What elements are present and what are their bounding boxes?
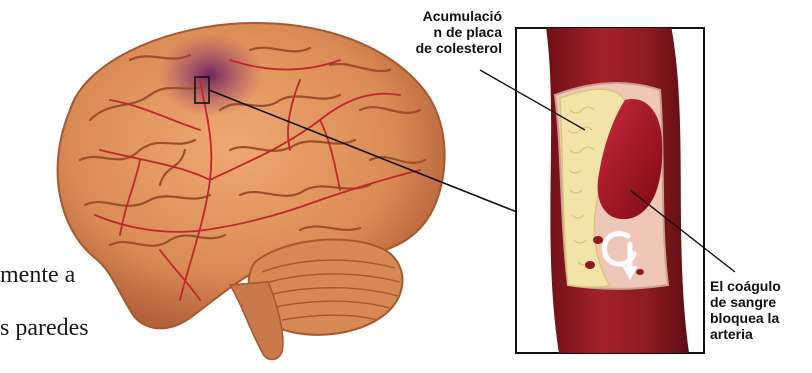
clot-label-line-1: El coágulo [710,278,810,294]
artery-inset [516,20,704,360]
clot-label-line-4: arteria [710,326,810,342]
brain-illustration [58,23,445,359]
plaque-label: Acumulació n de placa de colesterol [372,8,502,56]
blood-cell [585,261,595,269]
clot-label-line-3: bloquea la [710,310,810,326]
clot-label-line-2: de sangre [710,294,810,310]
partial-body-text-1: mente a [0,262,75,289]
blood-cell [593,236,603,244]
clot-label: El coágulo de sangre bloquea la arteria [710,278,810,342]
plaque-label-line-2: n de placa [372,24,502,40]
blood-cell [636,269,644,275]
partial-body-text-2: s paredes [0,315,89,342]
plaque-label-line-3: de colesterol [372,40,502,56]
plaque-label-line-1: Acumulació [372,8,502,24]
